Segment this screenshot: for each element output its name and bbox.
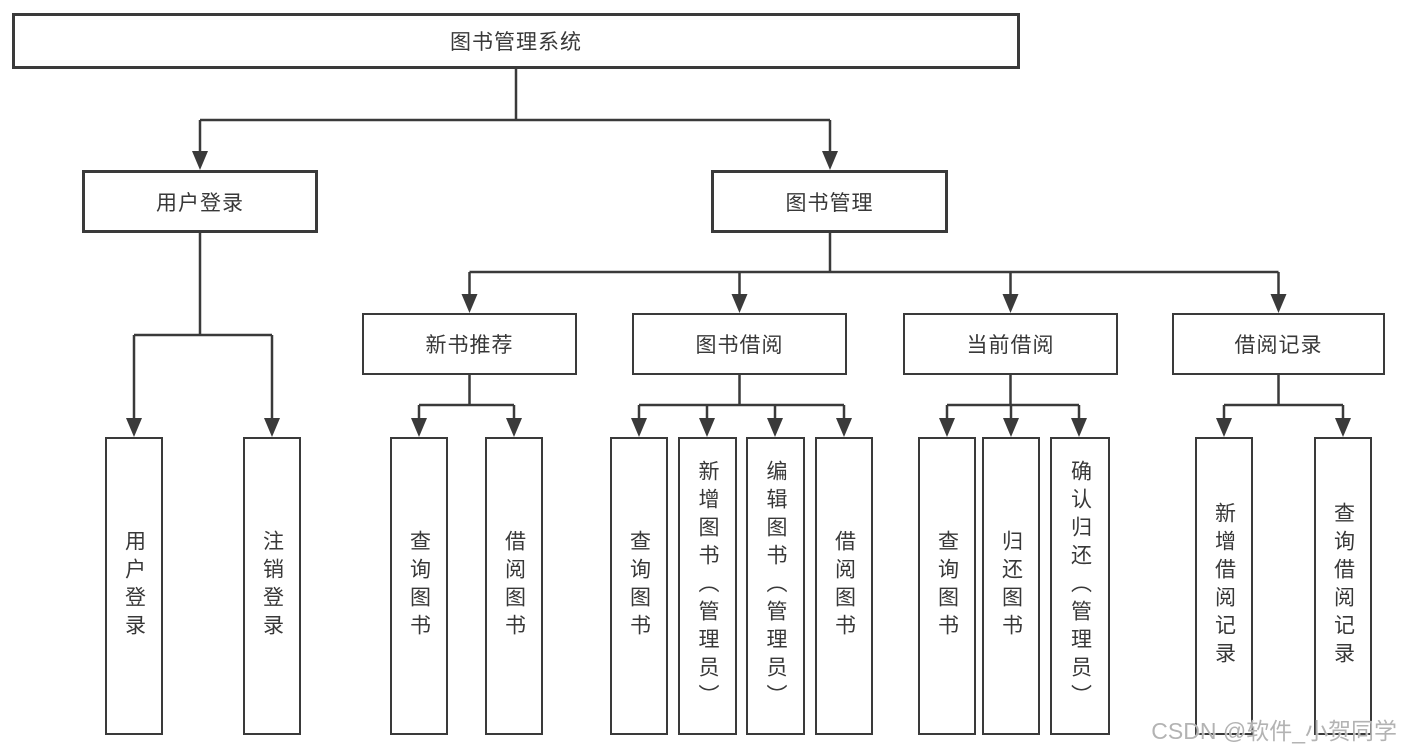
leaf-return-book-label: 归还图书 [999,530,1023,642]
node-book-borrow-label: 图书借阅 [695,334,784,357]
leaf-add-book-admin-label: 新增图书（管理员） [696,460,719,712]
node-root: 图书管理系统 [12,13,1020,69]
connector-book-borrow-group [637,375,846,421]
connector-root-to-level2 [198,69,832,154]
leaf-user-login: 用户登录 [105,437,163,735]
arrowhead-icon [1216,418,1232,437]
arrowhead-icon [939,418,955,437]
node-borrow-record: 借阅记录 [1172,313,1385,375]
node-current-borrow-label: 当前借阅 [966,334,1055,357]
arrowhead-icon [1071,418,1087,437]
arrowhead-icon [506,418,522,437]
node-new-book-recommend: 新书推荐 [362,313,577,375]
watermark: CSDN @软件_小贺同学 [1151,718,1397,744]
connector-new-book-group [417,375,516,421]
leaf-query-books-borrow: 查询图书 [610,437,668,735]
leaf-borrow-books-label: 借阅图书 [832,530,856,642]
leaf-query-books-borrow-label: 查询图书 [627,530,651,642]
arrowhead-icon [264,418,280,437]
node-current-borrow: 当前借阅 [903,313,1118,375]
node-book-borrow: 图书借阅 [632,313,847,375]
arrowhead-icon [192,151,208,170]
leaf-add-borrow-record-label: 新增借阅记录 [1212,502,1236,670]
leaf-borrow-books: 借阅图书 [815,437,873,735]
leaf-edit-book-admin: 编辑图书（管理员） [746,437,805,735]
arrowhead-icon [631,418,647,437]
arrowhead-icon [731,294,748,313]
leaf-confirm-return-admin: 确认归还（管理员） [1050,437,1110,735]
node-user-login: 用户登录 [82,170,318,233]
arrowhead-icon [1270,294,1287,313]
leaf-user-login-label: 用户登录 [122,530,146,642]
node-book-management: 图书管理 [711,170,948,233]
arrowhead-icon [461,294,478,313]
leaf-borrow-books-recommend-label: 借阅图书 [502,530,526,642]
arrowhead-icon [126,418,142,437]
leaf-add-book-admin: 新增图书（管理员） [678,437,737,735]
arrowhead-icon [1003,418,1019,437]
leaf-logout: 注销登录 [243,437,301,735]
node-new-book-recommend-label: 新书推荐 [425,334,514,357]
leaf-query-books-recommend: 查询图书 [390,437,448,735]
arrowhead-icon [1002,294,1019,313]
node-root-label: 图书管理系统 [450,31,582,54]
arrowhead-icon [767,418,783,437]
leaf-query-books-current: 查询图书 [918,437,976,735]
node-book-management-label: 图书管理 [785,191,874,215]
leaf-confirm-return-admin-label: 确认归还（管理员） [1068,460,1092,712]
leaf-add-borrow-record: 新增借阅记录 [1195,437,1253,735]
connector-current-borrow-group [945,375,1081,421]
node-user-login-label: 用户登录 [156,191,244,215]
leaf-return-book: 归还图书 [982,437,1040,735]
arrowhead-icon [699,418,715,437]
connector-book-management-group [468,233,1280,297]
node-borrow-record-label: 借阅记录 [1234,334,1323,357]
leaf-query-borrow-record-label: 查询借阅记录 [1331,502,1355,670]
leaf-borrow-books-recommend: 借阅图书 [485,437,543,735]
connector-user-login-group [132,233,274,421]
leaf-query-books-current-label: 查询图书 [935,530,959,642]
arrowhead-icon [822,151,838,170]
leaf-logout-label: 注销登录 [260,530,284,642]
leaf-edit-book-admin-label: 编辑图书（管理员） [764,460,787,712]
connector-borrow-record-group [1222,375,1345,421]
arrowhead-icon [1335,418,1351,437]
leaf-query-borrow-record: 查询借阅记录 [1314,437,1372,735]
leaf-query-books-recommend-label: 查询图书 [407,530,431,642]
arrowhead-icon [836,418,852,437]
arrowhead-icon [411,418,427,437]
